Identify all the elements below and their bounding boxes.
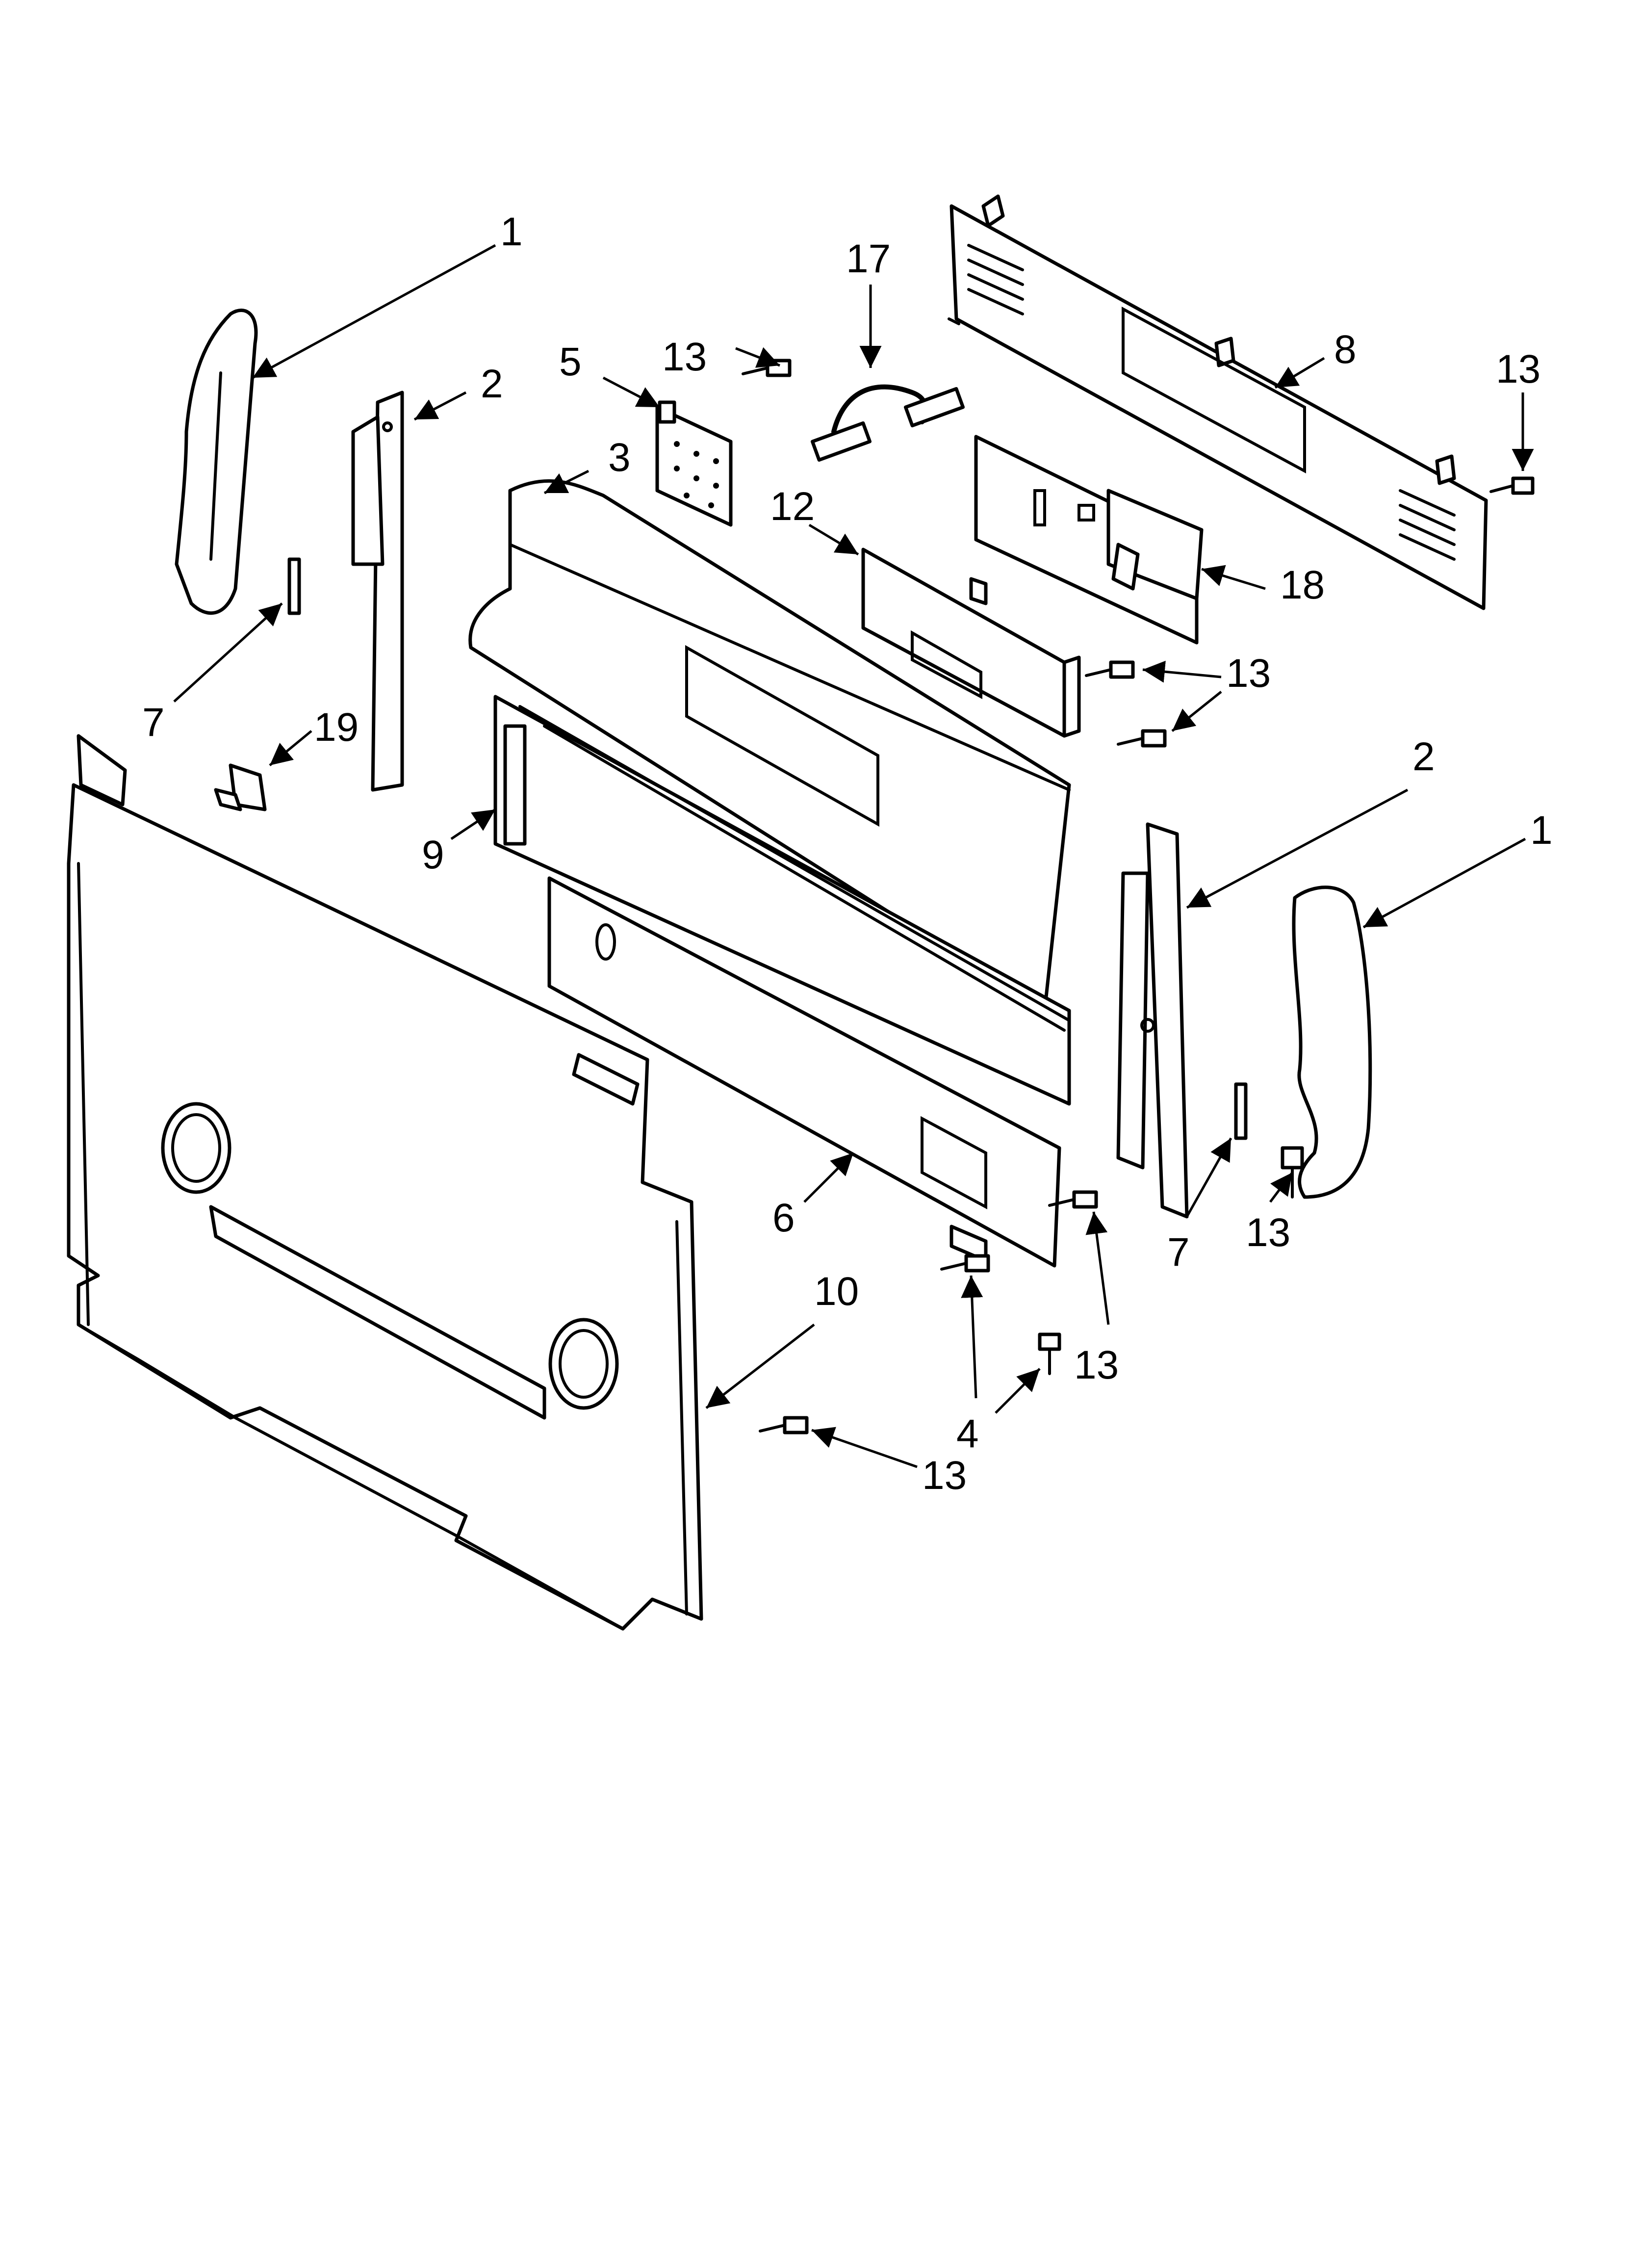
screw-13-g	[759, 1416, 809, 1434]
callout-13-endcap: 13	[1246, 1210, 1290, 1255]
screw-13-a	[742, 359, 792, 377]
callout-3: 3	[608, 435, 631, 480]
part-2-side-bracket-left	[351, 391, 404, 792]
callout-13-top: 13	[662, 335, 707, 379]
part-6-inner-panel	[547, 876, 1061, 1268]
part-7-clip-left	[287, 557, 301, 615]
screw-13-e	[1048, 1190, 1098, 1209]
callout-18: 18	[1280, 563, 1325, 607]
callout-7-left: 7	[142, 700, 165, 745]
callout-2-right: 2	[1412, 734, 1435, 779]
part-12-control-module	[861, 547, 1081, 738]
part-18-switch-bracket	[974, 435, 1204, 645]
screw-4	[1038, 1332, 1061, 1375]
callout-4: 4	[956, 1411, 979, 1456]
part-7-clip-right	[1234, 1082, 1248, 1140]
part-17-wire-harness	[810, 384, 965, 462]
part-5-control-board	[655, 400, 733, 527]
callout-8: 8	[1334, 327, 1357, 372]
callout-labels: 1 2 3 5 13 17 8 13 12 18 13 7 19 9 2 1 6…	[142, 209, 1553, 1498]
screw-13-f	[940, 1254, 990, 1273]
callout-13-right: 13	[1496, 347, 1540, 391]
callout-6: 6	[772, 1196, 795, 1240]
part-1-end-cap-right	[1292, 886, 1372, 1199]
callout-5: 5	[559, 339, 582, 384]
part-1-end-cap-left	[175, 309, 258, 615]
screw-13-c	[1085, 660, 1135, 679]
callout-7-right: 7	[1167, 1230, 1190, 1275]
callout-2-left: 2	[481, 362, 503, 406]
part-10-backguard	[67, 734, 703, 1631]
screw-13-d	[1117, 729, 1167, 748]
callout-17: 17	[846, 236, 891, 281]
callout-10: 10	[814, 1269, 859, 1314]
callout-1-right: 1	[1530, 808, 1553, 853]
callout-9: 9	[422, 833, 444, 877]
part-9-mounting-rail	[493, 695, 1071, 1106]
part-19-clip	[214, 763, 267, 811]
part-8-rear-panel	[948, 194, 1488, 610]
callout-1-left: 1	[500, 209, 523, 254]
callout-12: 12	[770, 484, 815, 529]
screw-13-b	[1489, 476, 1535, 495]
callout-13-bottom: 13	[922, 1453, 967, 1498]
part-2-side-bracket-right	[1116, 822, 1189, 1219]
leader-lines	[173, 244, 1534, 1468]
callout-13-mid: 13	[1074, 1343, 1119, 1387]
callout-19: 19	[314, 705, 359, 750]
callout-13-module: 13	[1226, 651, 1271, 696]
